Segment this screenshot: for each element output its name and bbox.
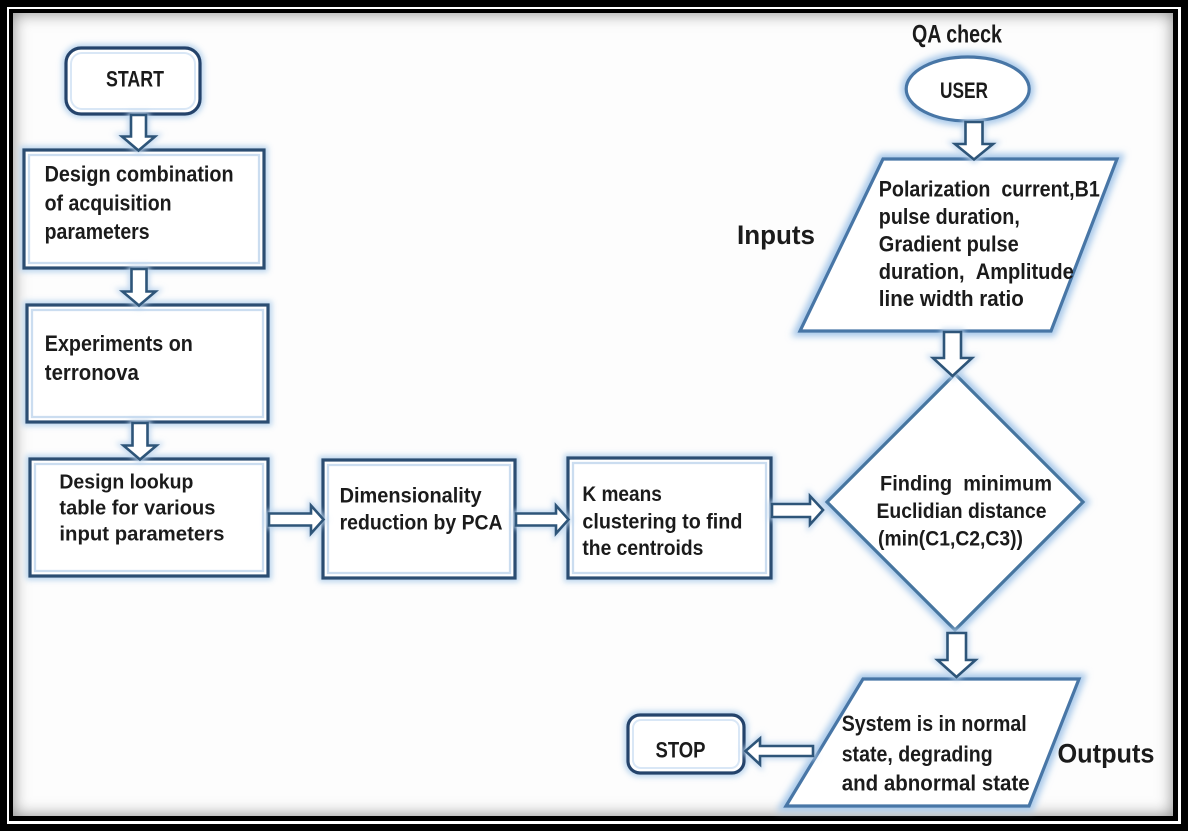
svg-text:STOP: STOP [656,738,706,763]
svg-text:Dimensionality: Dimensionality [340,484,482,507]
svg-text:of acquisition: of acquisition [45,190,172,215]
svg-text:reduction by PCA: reduction by PCA [340,512,503,535]
svg-text:line width ratio: line width ratio [879,286,1024,311]
svg-text:Polarization current,B1: Polarization current,B1 [879,177,1100,202]
svg-text:Design combination: Design combination [45,161,234,186]
svg-text:Design lookup: Design lookup [59,470,193,493]
svg-text:Outputs: Outputs [1058,739,1155,769]
svg-text:state, degrading: state, degrading [842,742,993,767]
svg-text:the centroids: the centroids [582,537,703,560]
svg-text:Experiments on: Experiments on [45,331,193,356]
svg-text:QA check: QA check [912,21,1002,49]
svg-text:(min(C1,C2,C3)): (min(C1,C2,C3)) [878,528,1023,551]
svg-text:Finding minimum: Finding minimum [880,473,1052,496]
svg-text:input parameters: input parameters [59,523,224,546]
svg-text:clustering to find: clustering to find [582,511,742,534]
svg-text:duration, Amplitude: duration, Amplitude [879,259,1074,284]
svg-text:START: START [106,67,164,92]
svg-text:Euclidian distance: Euclidian distance [877,500,1047,523]
svg-text:terronova: terronova [45,360,140,385]
svg-text:table for various: table for various [59,497,215,520]
svg-text:pulse duration,: pulse duration, [879,204,1020,229]
svg-text:USER: USER [940,78,988,103]
svg-text:Gradient pulse: Gradient pulse [879,231,1019,256]
svg-text:and abnormal state: and abnormal state [842,771,1030,796]
svg-text:K means: K means [582,483,662,506]
svg-text:parameters: parameters [45,219,150,244]
svg-text:System is in normal: System is in normal [842,711,1027,736]
svg-text:Inputs: Inputs [737,220,815,250]
